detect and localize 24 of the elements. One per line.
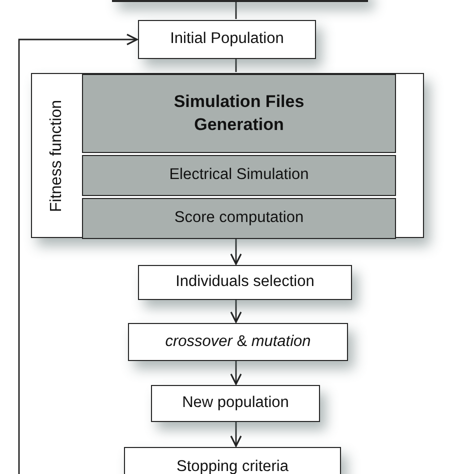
process-box [82,198,396,239]
arrow [230,361,242,385]
process-box [82,74,396,153]
connector-line [235,59,237,72]
step-label: Electrical Simulation [169,165,309,186]
connector-line [235,2,237,19]
step-label: Stopping criteria [176,456,288,474]
arrow [18,34,138,474]
process-box [128,323,348,361]
group-box [31,73,424,238]
process-box [151,385,320,422]
process-box [138,20,316,59]
step-label: Individuals selection [176,272,314,292]
arrow [230,300,242,323]
process-box [138,265,352,300]
step-label: New population [182,393,289,414]
process-box [82,155,396,196]
step-label: Simulation Files Generation [172,91,306,136]
group-label: Fitness function [47,98,66,214]
arrow [230,422,242,447]
step-label: Initial Population [170,29,284,50]
arrow [230,238,242,265]
step-label: Score computation [174,208,304,228]
step-label: crossover & mutation [165,332,311,352]
